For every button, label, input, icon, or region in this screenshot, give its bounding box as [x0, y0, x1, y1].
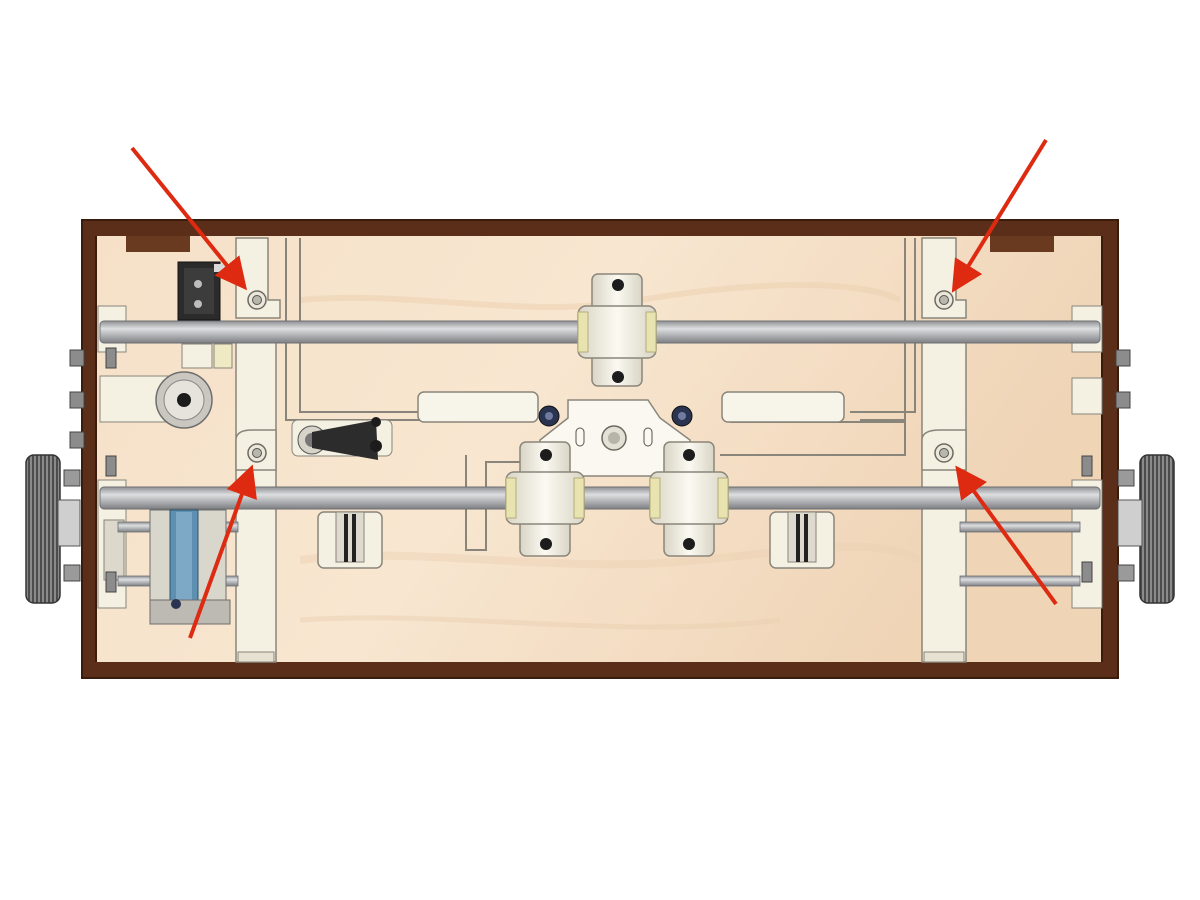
mounting-hole-top-right: [934, 290, 954, 310]
carriage-plate: [538, 399, 693, 477]
bearing-top: [577, 273, 657, 387]
arrow-bottom-left: [188, 464, 257, 639]
mounting-hole-bottom-right: [934, 443, 954, 463]
idler-wheel: [99, 343, 233, 429]
adjust-knob-right: [1117, 454, 1175, 604]
slot-plates: [417, 391, 845, 423]
adjust-knob-left: [25, 454, 81, 604]
spool-left: [317, 511, 383, 569]
linkage-arm: [291, 417, 393, 460]
side-hardware-right: [1081, 349, 1131, 583]
belt-drive: [149, 509, 231, 625]
bearing-bottom-right: [649, 441, 729, 557]
arrow-top-right: [951, 138, 1048, 293]
mounting-hole-top-left: [247, 290, 267, 310]
frame-block-top-right: [990, 236, 1054, 252]
arrow-bottom-right: [955, 465, 1058, 606]
guide-rod-lower: [99, 486, 1101, 510]
mounting-hole-bottom-left: [247, 443, 267, 463]
side-hardware-left: [69, 347, 117, 593]
spool-right: [769, 511, 835, 569]
callout-arrows: [130, 138, 1058, 639]
bearing-bottom-left: [505, 441, 585, 557]
frame-block-top-left: [126, 236, 190, 252]
arrow-top-left: [130, 146, 248, 291]
